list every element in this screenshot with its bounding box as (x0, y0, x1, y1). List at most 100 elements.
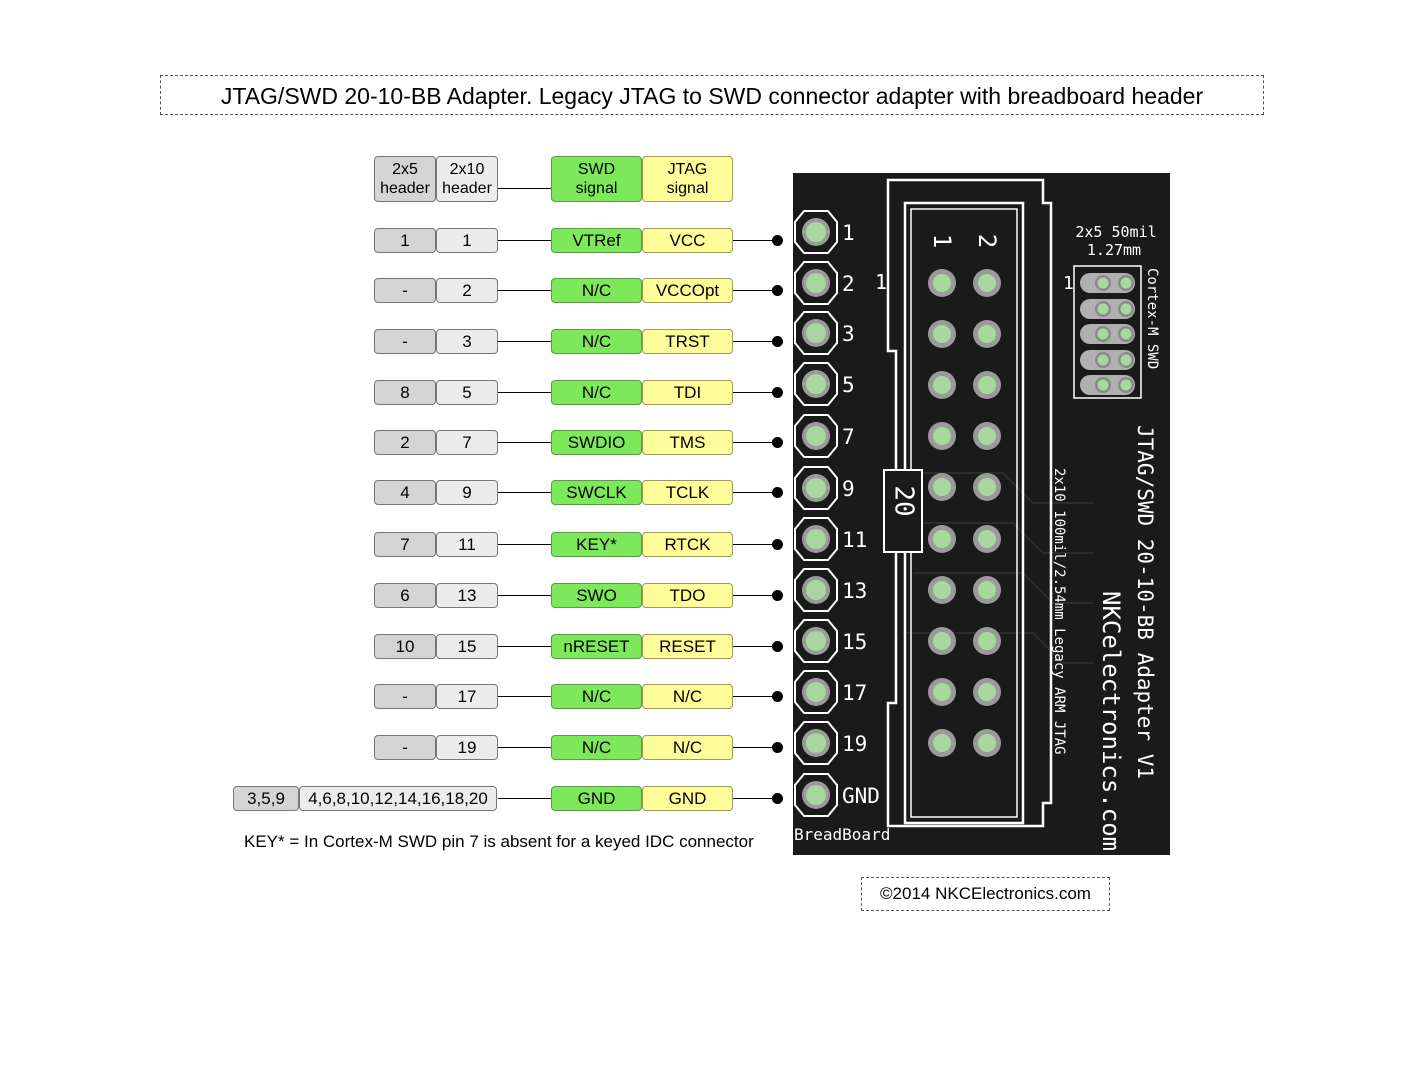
breadboard-pad-center (806, 426, 826, 446)
connector-line (733, 492, 777, 493)
connector-line (498, 544, 551, 545)
connector-line (498, 595, 551, 596)
connector-line (498, 492, 551, 493)
swd-pin1-label: 1 (1063, 273, 1074, 294)
breadboard-pad-center (806, 478, 826, 498)
swd-pad-center (1120, 277, 1132, 289)
breadboard-pin-outline (794, 721, 838, 765)
pin-cell-swd: SWCLK (551, 480, 642, 505)
swd-pad-center (1120, 303, 1132, 315)
pin-cell-swd: N/C (551, 684, 642, 709)
pin-cell-h5: 7 (374, 532, 436, 557)
connector-line (498, 798, 551, 799)
pin-cell-swd: N/C (551, 735, 642, 760)
breadboard-pin-outline (794, 670, 838, 714)
breadboard-pad-center (806, 631, 826, 651)
connector-line (498, 188, 551, 189)
jtag-pad-center (978, 632, 996, 650)
header-line: signal (666, 180, 709, 197)
pin20-marker-box (883, 469, 923, 553)
pin-cell-swd: VTRef (551, 228, 642, 253)
swd-pad-center (1120, 354, 1132, 366)
pin-cell-h5: 2 (374, 430, 436, 455)
pin-cell-jtag: N/C (642, 684, 733, 709)
connector-line (498, 747, 551, 748)
breadboard-pin-label: 11 (842, 528, 867, 552)
jtag-header-outline (886, 178, 1053, 828)
pin-cell-h10: 17 (436, 684, 498, 709)
connector-line (733, 240, 777, 241)
header-line: 2x5 (392, 161, 418, 178)
connector-line (498, 392, 551, 393)
pin-endpoint-dot (772, 487, 783, 498)
jtag-pad-center (933, 478, 951, 496)
breadboard-pin-outline (794, 619, 838, 663)
header-line: signal (575, 180, 618, 197)
pcb-trace (903, 632, 1093, 664)
pin-cell-h10: 7 (436, 430, 498, 455)
pin-cell-h10: 11 (436, 532, 498, 557)
breadboard-pad-center (806, 374, 826, 394)
page-title: JTAG/SWD 20-10-BB Adapter. Legacy JTAG t… (160, 75, 1264, 115)
jtag-pad-center (933, 325, 951, 343)
breadboard-pin-outline (794, 517, 838, 561)
breadboard-pin-outline (794, 362, 838, 406)
pin-cell-h10: 5 (436, 380, 498, 405)
breadboard-pad-center (806, 733, 826, 753)
pin-cell-jtag: VCCOpt (642, 278, 733, 303)
pin-cell-h10: 15 (436, 634, 498, 659)
connector-line (733, 341, 777, 342)
pin-cell-swd: SWDIO (551, 430, 642, 455)
pin-endpoint-dot (772, 387, 783, 398)
pin-cell-swd: KEY* (551, 532, 642, 557)
pin-cell-swd: SWO (551, 583, 642, 608)
pin-cell-jtag: VCC (642, 228, 733, 253)
breadboard-pin-label: 5 (842, 373, 855, 397)
jtag-header-inner-outline (910, 208, 1018, 818)
jtag-pad-center (933, 632, 951, 650)
pin-cell-jtag: GND (642, 786, 733, 811)
connector-line (498, 240, 551, 241)
pin-cell-h5: 1 (374, 228, 436, 253)
swd-vertical-label: Cortex-M SWD (1144, 268, 1160, 369)
header-line: header (380, 180, 430, 197)
pin-cell-swd: N/C (551, 329, 642, 354)
pin-cell-swd: nRESET (551, 634, 642, 659)
pin-cell-h10: 19 (436, 735, 498, 760)
pin-cell-h5: - (374, 329, 436, 354)
breadboard-pin-outline (794, 414, 838, 458)
pcb-trace (913, 572, 1093, 604)
jtag-pad-center (978, 581, 996, 599)
swd-pad-center (1097, 277, 1109, 289)
breadboard-label: BreadBoard (794, 825, 890, 844)
breadboard-pin-outline (794, 773, 838, 817)
jtag-pad-center (978, 325, 996, 343)
connector-line (733, 747, 777, 748)
breadboard-pin-label: 3 (842, 322, 855, 346)
swd-pad-center (1097, 328, 1109, 340)
connector-line (498, 442, 551, 443)
breadboard-pin-label: 1 (842, 221, 855, 245)
connector-line (498, 646, 551, 647)
swd-pad-center (1120, 328, 1132, 340)
pin-cell-h10: 2 (436, 278, 498, 303)
swd-header-outline (1073, 265, 1142, 399)
breadboard-pin-label: 19 (842, 732, 867, 756)
pin-cell-swd: N/C (551, 380, 642, 405)
breadboard-pin-outline (794, 466, 838, 510)
pin-cell-h10: 4,6,8,10,12,14,16,18,20 (299, 786, 497, 811)
pin-cell-h10: 13 (436, 583, 498, 608)
jtag-pad-center (978, 734, 996, 752)
pin-cell-swd: GND (551, 786, 642, 811)
connector-line (733, 544, 777, 545)
pin20-label: 20 (889, 485, 919, 516)
jtag-header-label: 2x10 100mil/2.54mm Legacy ARM JTAG (1051, 468, 1067, 755)
jtag-pad-center (933, 683, 951, 701)
board-title: JTAG/SWD 20-10-BB Adapter V1 (1133, 425, 1157, 779)
breadboard-pin-label: 9 (842, 477, 855, 501)
pin-endpoint-dot (772, 590, 783, 601)
breadboard-pin-outline (794, 261, 838, 305)
pin-cell-h5: - (374, 684, 436, 709)
